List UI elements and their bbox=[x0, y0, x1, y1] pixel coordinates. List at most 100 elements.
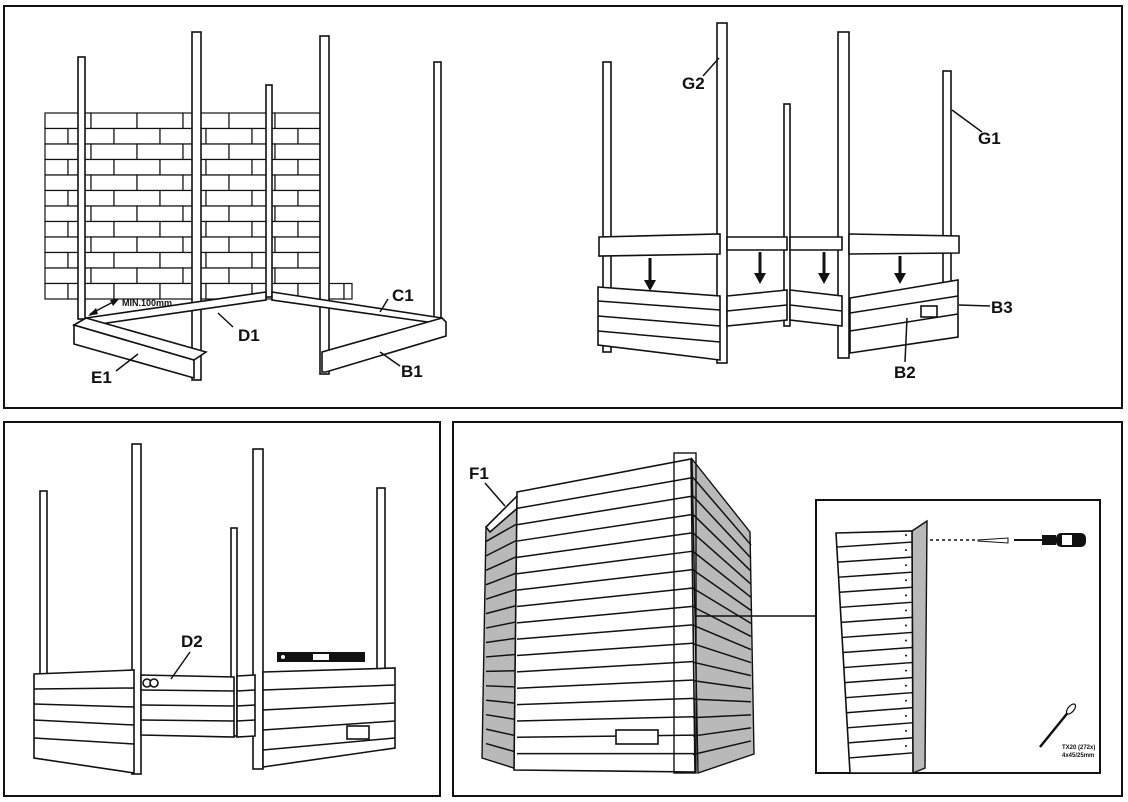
brick bbox=[113, 158, 161, 176]
slat-line bbox=[692, 513, 752, 572]
slat-line bbox=[516, 550, 695, 575]
screw-dot bbox=[905, 579, 907, 582]
slat-line bbox=[485, 554, 522, 571]
brick bbox=[205, 189, 253, 207]
brick bbox=[136, 267, 184, 285]
brick bbox=[205, 220, 253, 238]
slat-line bbox=[692, 642, 752, 664]
wall-right bbox=[262, 667, 396, 768]
brick bbox=[44, 282, 69, 300]
label-f1: F1 bbox=[469, 464, 489, 483]
slat-line bbox=[840, 601, 913, 609]
brick bbox=[205, 158, 253, 176]
screw-dot bbox=[905, 534, 907, 537]
brick bbox=[44, 189, 69, 207]
slat-line bbox=[842, 646, 913, 654]
screw-dot bbox=[905, 609, 907, 612]
screw-dot bbox=[905, 594, 907, 597]
brick bbox=[136, 174, 184, 192]
wall-left bbox=[33, 669, 135, 774]
brick bbox=[182, 143, 230, 161]
screw-type: TX20 bbox=[1062, 745, 1077, 751]
slat-line bbox=[692, 624, 752, 651]
label-b3: B3 bbox=[991, 298, 1013, 317]
brick bbox=[136, 236, 184, 254]
screw-icon bbox=[1039, 703, 1077, 748]
slat-line bbox=[841, 616, 913, 624]
post bbox=[837, 31, 850, 359]
slat-line bbox=[692, 661, 752, 677]
label-g2: G2 bbox=[682, 74, 705, 93]
screw-dot bbox=[905, 639, 907, 642]
screw-dot bbox=[905, 744, 907, 747]
label-b1: B1 bbox=[401, 362, 423, 381]
slat-line bbox=[845, 691, 913, 699]
board-g1-right bbox=[848, 233, 960, 255]
slat-line bbox=[692, 727, 752, 737]
vent-opening bbox=[615, 729, 659, 745]
screw-dot bbox=[905, 654, 907, 657]
post bbox=[783, 103, 791, 327]
slat-line bbox=[692, 714, 752, 719]
front-panel bbox=[513, 458, 696, 773]
label-d1: D1 bbox=[238, 326, 260, 345]
brick bbox=[182, 236, 230, 254]
screw-quantity: (272x) bbox=[1078, 745, 1095, 751]
slat-line bbox=[692, 587, 752, 625]
brick bbox=[44, 127, 69, 145]
brick bbox=[67, 127, 115, 145]
brick bbox=[182, 267, 230, 285]
brick bbox=[297, 189, 321, 207]
detail-highlight-box bbox=[673, 452, 697, 774]
brick bbox=[67, 251, 115, 269]
brick bbox=[113, 220, 161, 238]
detail-side-panel bbox=[911, 519, 928, 775]
screw-size: 4x45/25mm bbox=[1062, 753, 1094, 759]
screw-dot bbox=[905, 564, 907, 567]
slat-line bbox=[516, 476, 695, 510]
slat-line bbox=[516, 642, 695, 657]
slat-line bbox=[485, 520, 522, 543]
brick bbox=[274, 143, 321, 161]
slat-line bbox=[839, 586, 913, 593]
brick bbox=[274, 267, 321, 285]
brick bbox=[205, 251, 253, 269]
slat-line bbox=[848, 737, 913, 744]
board-back-left bbox=[726, 236, 788, 251]
post bbox=[39, 490, 48, 692]
post bbox=[191, 31, 202, 381]
brick bbox=[90, 205, 138, 223]
brick bbox=[113, 282, 161, 300]
brick bbox=[67, 189, 115, 207]
brick bbox=[44, 220, 69, 238]
board-g2-left bbox=[598, 233, 721, 257]
slat-line bbox=[692, 476, 752, 546]
brick bbox=[182, 174, 230, 192]
board-e1-top bbox=[71, 317, 208, 361]
brick bbox=[251, 251, 299, 269]
slat-line bbox=[692, 698, 752, 703]
slat-line bbox=[844, 676, 913, 684]
screwdriver-icon bbox=[977, 533, 1086, 547]
post bbox=[252, 448, 264, 770]
brick bbox=[113, 251, 161, 269]
slat-line bbox=[836, 541, 913, 548]
brick bbox=[297, 127, 321, 145]
slat-line bbox=[843, 661, 913, 669]
brick bbox=[274, 236, 321, 254]
brick bbox=[251, 189, 299, 207]
step-4-illustration: TX20 (272x) 4x45/25mm F1 bbox=[469, 452, 1101, 775]
screw-dot bbox=[905, 549, 907, 552]
slat-line bbox=[692, 495, 752, 559]
board-b1 bbox=[321, 317, 447, 373]
slat-line bbox=[842, 631, 913, 639]
step-1-illustration: MIN.100mm E1 D1 C1 B1 bbox=[44, 31, 447, 387]
brick bbox=[297, 158, 321, 176]
post bbox=[131, 443, 142, 775]
slat-line bbox=[516, 716, 695, 722]
brick bbox=[44, 251, 69, 269]
label-b2: B2 bbox=[894, 363, 916, 382]
label-c1: C1 bbox=[392, 286, 414, 305]
wall-right bbox=[849, 279, 959, 354]
screw-dot bbox=[905, 714, 907, 717]
